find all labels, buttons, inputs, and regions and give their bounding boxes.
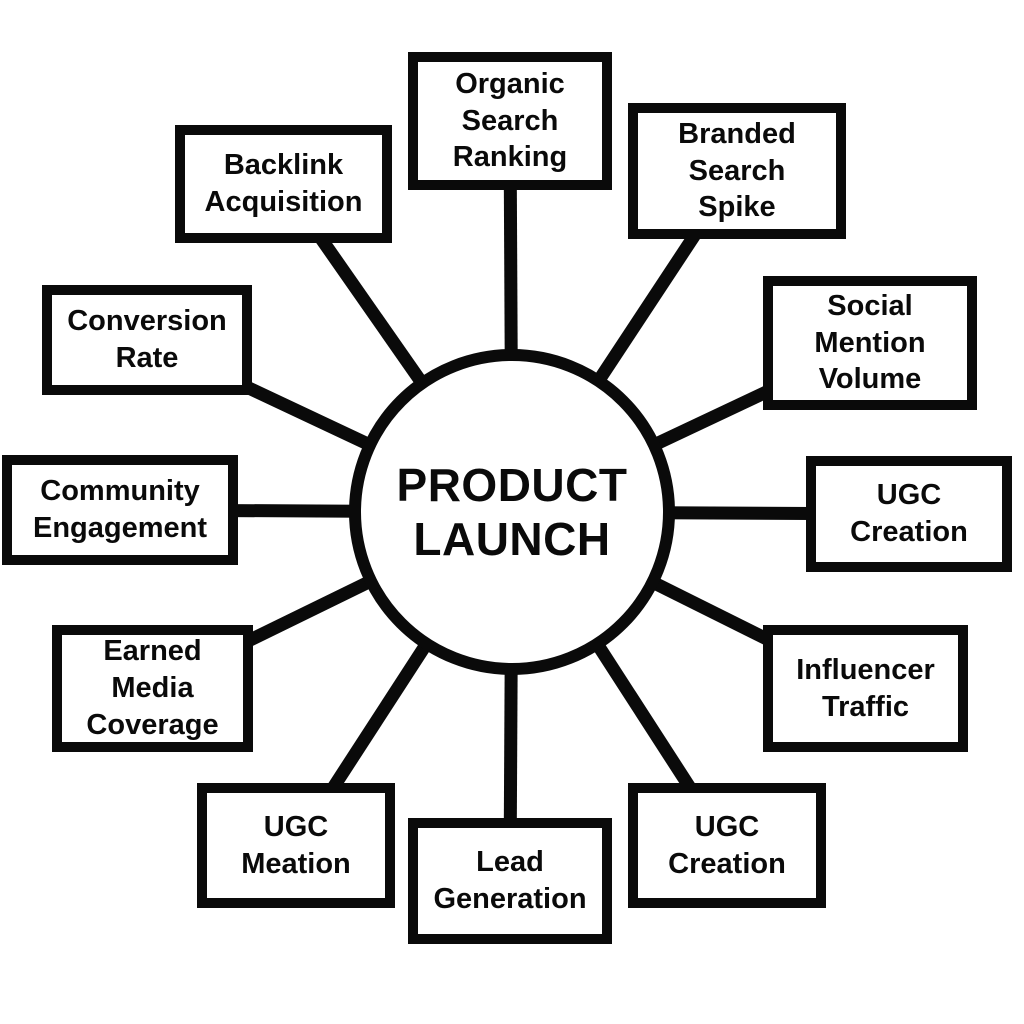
node-community-engagement: Community Engagement [2,455,238,565]
node-ugc-creation-bottom: UGC Creation [628,783,826,908]
hub-product-launch: PRODUCT LAUNCH [349,349,675,675]
node-backlink-acquisition: Backlink Acquisition [175,125,392,243]
node-conversion-rate: Conversion Rate [42,285,252,395]
node-branded-search-spike: Branded Search Spike [628,103,846,239]
node-ugc-creation-right: UGC Creation [806,456,1012,572]
node-organic-search-ranking: Organic Search Ranking [408,52,612,190]
node-ugc-meation: UGC Meation [197,783,395,908]
node-influencer-traffic: Influencer Traffic [763,625,968,752]
node-lead-generation: Lead Generation [408,818,612,944]
node-earned-media-coverage: Earned Media Coverage [52,625,253,752]
node-social-mention-volume: Social Mention Volume [763,276,977,410]
